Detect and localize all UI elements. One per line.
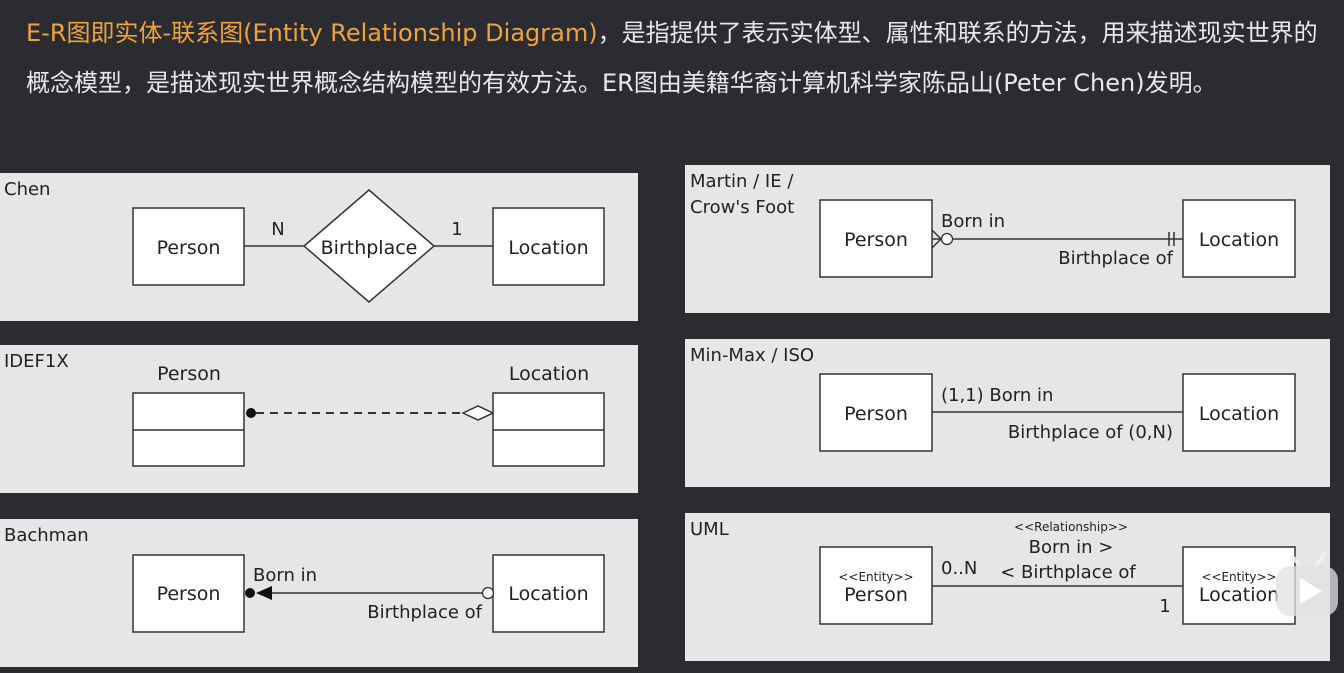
minmax-entity-left: Person [844,403,908,425]
chen-title: Chen [4,179,50,200]
idef1x-diamond [461,405,495,421]
idef1x-diagram: IDEF1X Person Location [4,351,605,467]
uml-title: UML [690,519,729,540]
panel-martin: Martin / IE / Crow's Foot Person Locatio… [685,165,1330,313]
uml-entity-right: Location [1199,584,1279,606]
martin-left-box [819,199,933,278]
martin-title-line1: Martin / IE / [690,171,794,192]
bachman-entity-right: Location [508,583,588,605]
minmax-right-box [1182,373,1296,452]
uml-label-top: Born in > [1029,537,1114,558]
bachman-diagram: Bachman Person Location Born in Birthpla… [4,525,605,633]
uml-mult-right: 1 [1159,596,1170,617]
uml-rel-stereotype: <<Relationship>> [1014,520,1128,534]
bachman-arrow [256,586,272,600]
chen-entity-right: Location [508,237,588,259]
bachman-label-top: Born in [253,565,317,586]
martin-label-top: Born in [941,211,1005,232]
chen-relationship-diamond [302,189,436,303]
uml-left-box [819,546,933,625]
idef1x-dot [246,408,256,418]
bachman-left-box [132,554,245,633]
uml-label-bottom: < Birthplace of [1000,562,1136,583]
panel-minmax: Min-Max / ISO Person Location (1,1) Born… [685,339,1330,487]
martin-diagram: Martin / IE / Crow's Foot Person Locatio… [690,171,1296,278]
minmax-diagram: Min-Max / ISO Person Location (1,1) Born… [690,345,1296,452]
uml-stereotype-left: <<Entity>> [838,570,913,584]
chen-entity-left: Person [157,237,221,259]
intro-paragraph: E-R图即实体-联系图(Entity Relationship Diagram)… [26,8,1326,108]
chen-relationship: Birthplace [321,237,418,259]
uml-diagram: UML <<Entity>> Person <<Entity>> Locatio… [690,519,1296,625]
minmax-left-box [819,373,933,452]
martin-title-line2: Crow's Foot [690,197,794,218]
martin-entity-right: Location [1199,229,1279,251]
martin-entity-left: Person [844,229,908,251]
idef1x-title: IDEF1X [4,351,69,372]
chen-card-left: N [271,219,284,240]
panel-uml: UML <<Entity>> Person <<Entity>> Locatio… [685,513,1330,661]
idef1x-entity-left: Person [157,363,221,385]
uml-entity-left: Person [844,584,908,606]
bachman-circle [481,586,495,600]
chen-card-right: 1 [451,219,462,240]
bachman-entity-left: Person [157,583,221,605]
play-icon [1276,552,1338,616]
bachman-title: Bachman [4,525,89,546]
idef1x-entity-right: Location [509,363,589,385]
martin-label-bottom: Birthplace of [1058,248,1173,269]
minmax-label-top: (1,1) Born in [941,385,1053,406]
chen-diagram: Chen Person Birthplace Location N 1 [4,179,605,303]
panel-idef1x: IDEF1X Person Location [0,345,638,493]
minmax-title: Min-Max / ISO [690,345,814,366]
bachman-label-bottom: Birthplace of [367,602,482,623]
intro-highlight: E-R图即实体-联系图(Entity Relationship Diagram) [26,19,598,47]
intro-text: ，是指提供了表示实体型、属性和联系的方法，用来描述现实世界的概念模型，是描述现实… [26,19,1318,97]
play-button[interactable] [1270,544,1340,624]
uml-mult-left: 0..N [941,558,977,579]
minmax-label-bottom: Birthplace of (0,N) [1008,422,1173,443]
minmax-entity-right: Location [1199,403,1279,425]
uml-stereotype-right: <<Entity>> [1201,570,1276,584]
panel-bachman: Bachman Person Location Born in Birthpla… [0,519,638,667]
panel-chen: Chen Person Birthplace Location N 1 [0,173,638,321]
chen-entity-left-box [132,207,245,286]
bachman-right-box [492,554,605,633]
martin-zero-circle [940,232,954,246]
chen-entity-right-box [492,207,605,286]
martin-right-box [1182,199,1296,278]
